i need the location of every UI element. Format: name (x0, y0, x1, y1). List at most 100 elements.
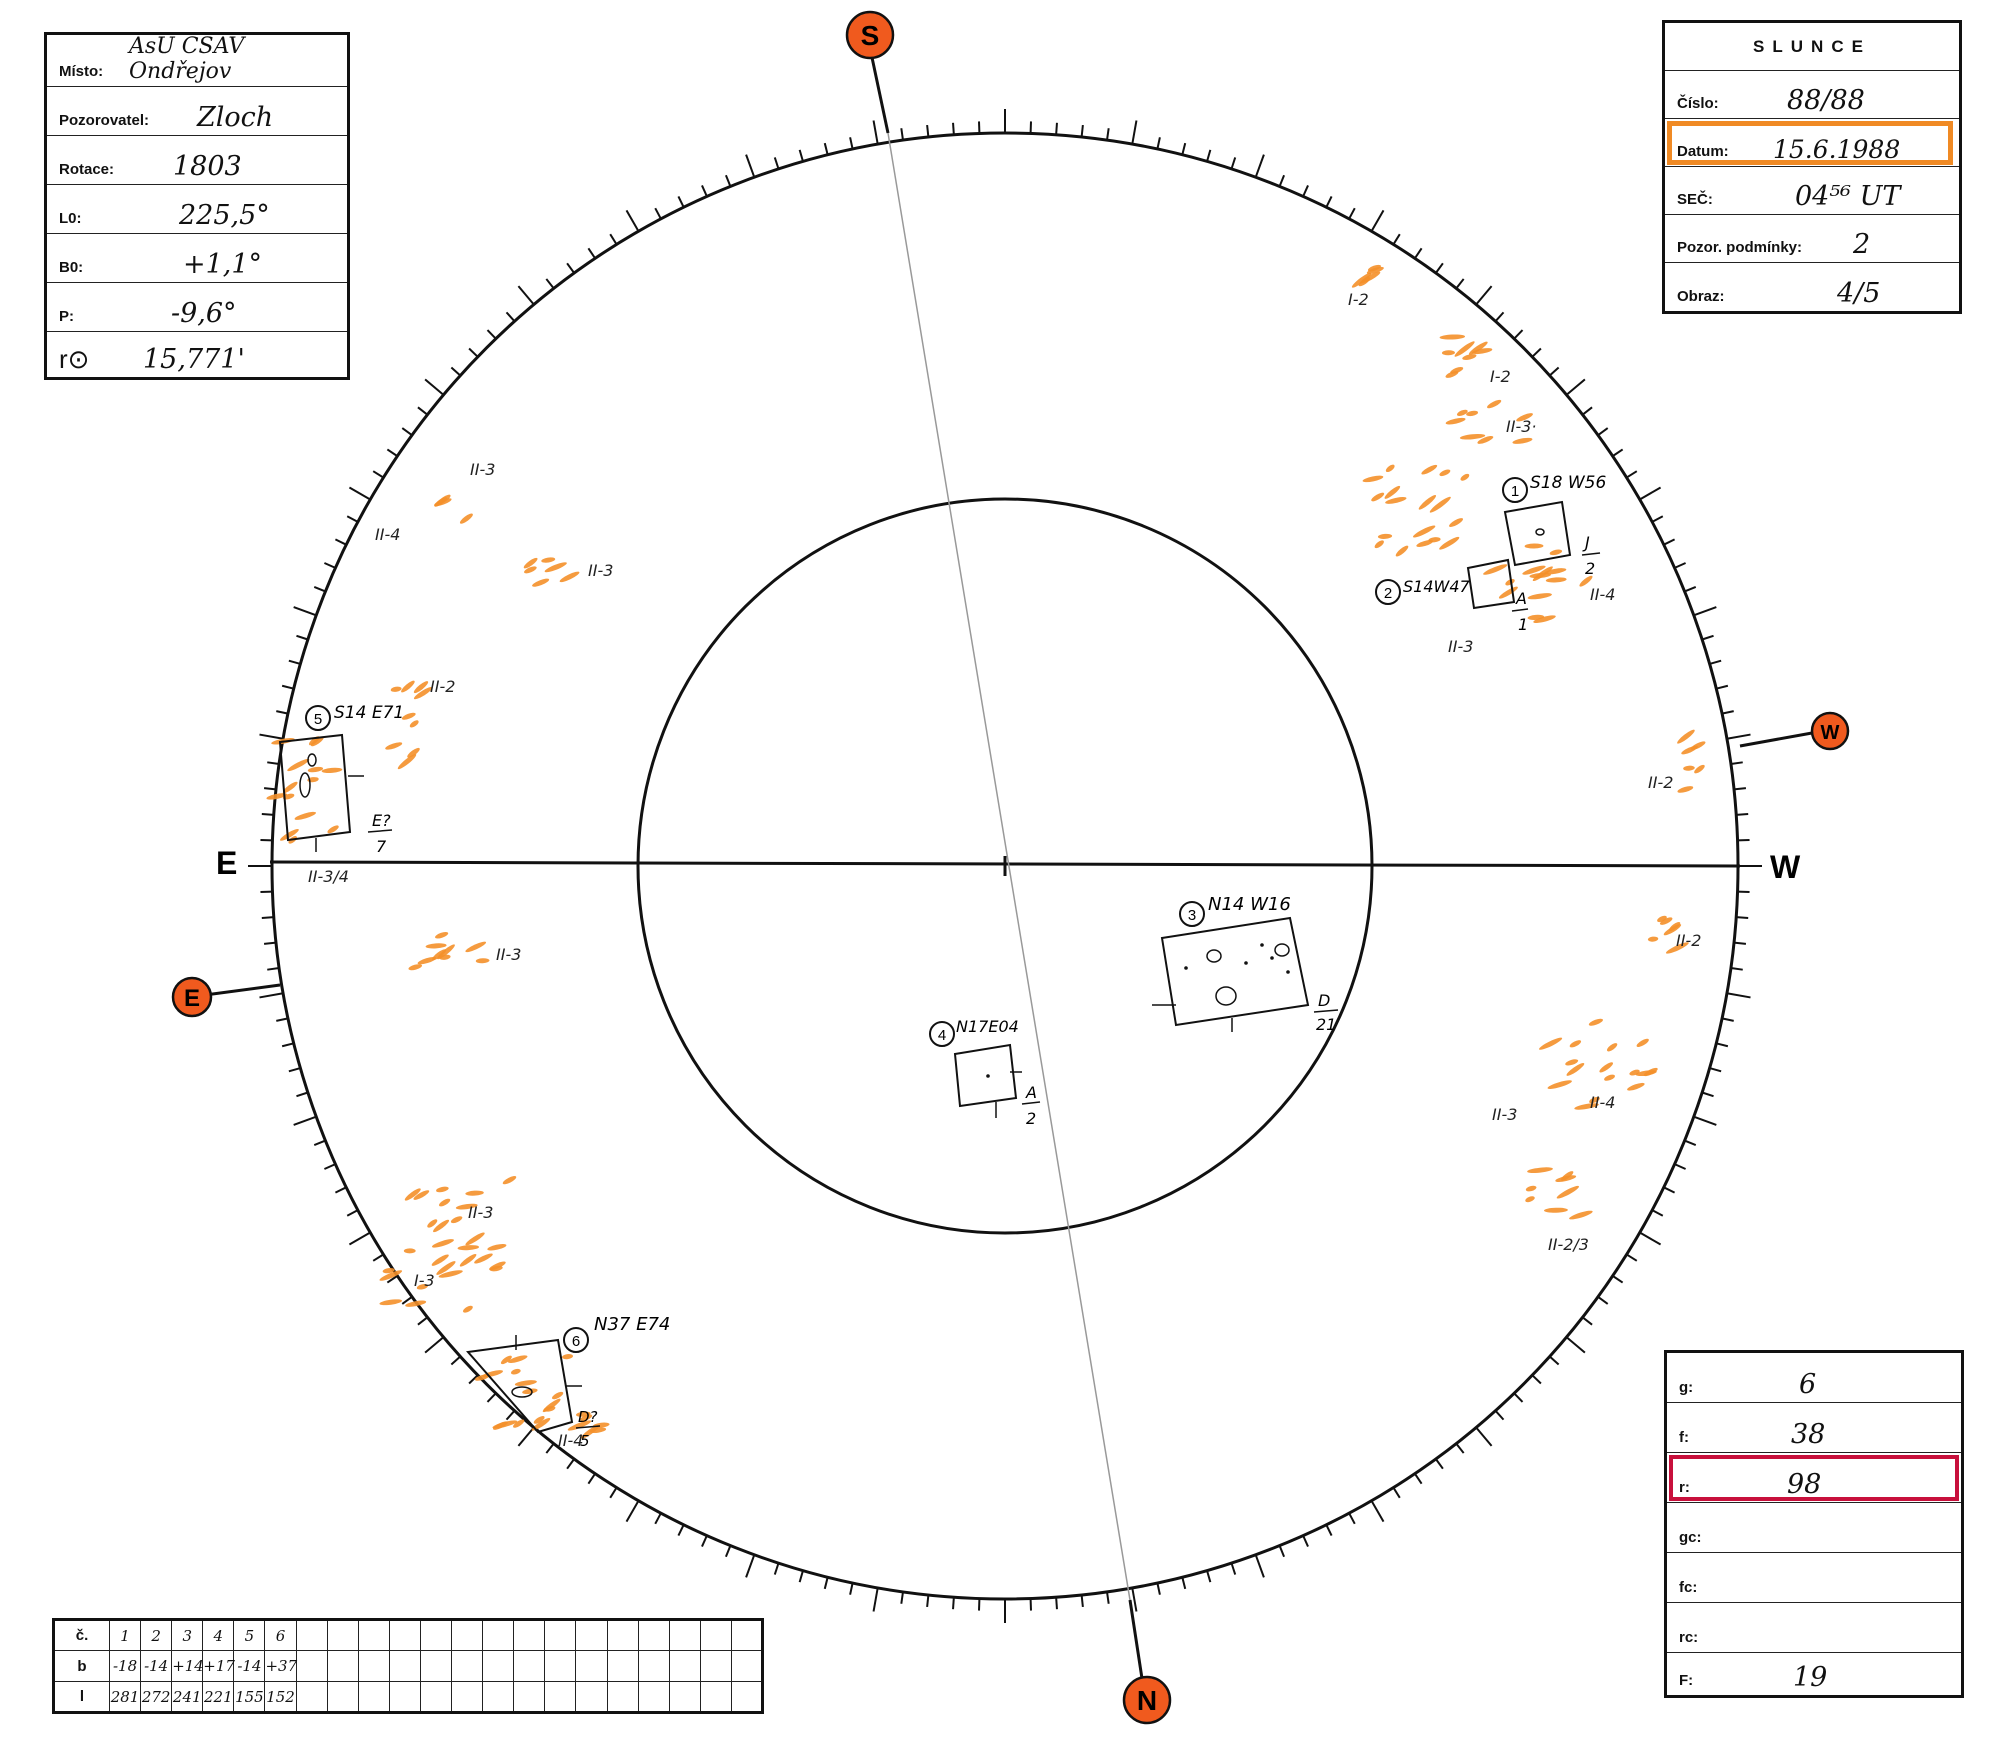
facula-stroke (1460, 473, 1470, 481)
svg-text:5: 5 (580, 1432, 590, 1450)
row-f: f: 38 (1667, 1403, 1961, 1453)
facula-label: II-3 (588, 561, 613, 580)
tick-mark (1651, 515, 1664, 523)
tick-mark (1651, 1209, 1664, 1217)
facula-stroke (432, 949, 447, 961)
tick-mark (1549, 1355, 1560, 1366)
facula-stroke (541, 557, 556, 563)
table-cell (357, 1619, 390, 1651)
facula-label: II-4 (375, 525, 400, 544)
facula-stroke (1659, 917, 1673, 925)
facula-stroke (567, 1420, 592, 1431)
facula-stroke (379, 1270, 403, 1281)
tick-mark (900, 128, 904, 141)
table-cell: 152 (264, 1681, 297, 1713)
facula-stroke (382, 1267, 395, 1274)
tick-mark (823, 1576, 829, 1590)
sunspot-group-1: 1 S18 W56 J 2 (1502, 473, 1606, 578)
tick-mark (701, 1535, 708, 1547)
tick-mark (450, 1355, 461, 1366)
table-cell (544, 1619, 577, 1651)
tick-mark (417, 406, 429, 416)
table-cell (482, 1650, 515, 1682)
tick-mark (1131, 1587, 1138, 1612)
tick-mark (1693, 606, 1717, 617)
facula-stroke (581, 1424, 600, 1439)
table-cell (637, 1650, 670, 1682)
tick-mark (424, 378, 445, 396)
facula-stroke (437, 494, 451, 505)
facula-stroke (401, 712, 416, 720)
tick-mark (313, 585, 326, 593)
tick-mark (724, 1545, 732, 1558)
facula-stroke (510, 1368, 521, 1375)
slunce-title: SLUNCE (1753, 37, 1871, 56)
row-r: r: 98 (1667, 1453, 1961, 1503)
facula-stroke (559, 571, 580, 583)
tick-mark (259, 733, 284, 740)
facula-stroke (1412, 525, 1436, 538)
table-cell: -14 (140, 1650, 173, 1682)
facula-stroke (1566, 1062, 1585, 1076)
tick-mark (1106, 1591, 1110, 1604)
table-cell (575, 1681, 608, 1713)
facula-stroke (487, 1244, 507, 1251)
tick-mark (276, 710, 289, 715)
facula-stroke (436, 1261, 456, 1275)
svg-text:N14 W16: N14 W16 (1208, 894, 1291, 915)
table-cell (637, 1681, 670, 1713)
tick-mark (545, 278, 555, 290)
tick-mark (609, 1487, 618, 1499)
row-radius: r⊙ 15,771' (59, 344, 245, 375)
facula-stroke (1527, 593, 1552, 600)
svg-text:S14W47: S14W47 (1403, 577, 1471, 596)
table-cell (606, 1681, 639, 1713)
tick-mark (263, 941, 277, 945)
tick-mark (1726, 733, 1751, 740)
table-cell: -18 (108, 1650, 142, 1682)
tick-mark (1206, 1570, 1212, 1583)
facula-stroke (523, 557, 538, 569)
facula-stroke (1454, 341, 1475, 357)
tick-mark (1612, 448, 1624, 457)
facula-stroke (1694, 764, 1705, 774)
tick-mark (486, 329, 497, 340)
facula-stroke (1606, 1043, 1618, 1052)
facula-stroke (1525, 1196, 1535, 1203)
table-cell (388, 1650, 421, 1682)
facula-label: II-3 (1492, 1105, 1517, 1124)
tick-mark (276, 1017, 289, 1022)
table-cell (575, 1619, 608, 1651)
tick-mark (1455, 1442, 1465, 1454)
tick-mark (1055, 1597, 1058, 1610)
facula-stroke (1524, 543, 1544, 549)
tick-mark (1597, 427, 1609, 436)
table-cell: 2 (140, 1619, 173, 1651)
row-label: l (53, 1681, 110, 1713)
tick-mark (625, 209, 640, 232)
table-cell (637, 1619, 670, 1651)
tick-mark (1674, 1163, 1686, 1170)
svg-text:5: 5 (314, 711, 322, 728)
table-cell (326, 1650, 359, 1682)
facula-stroke (431, 1239, 454, 1248)
direction-label-east: E (216, 845, 237, 881)
facula-stroke (436, 1186, 449, 1193)
facula-stroke (1429, 496, 1451, 513)
tick-mark (1254, 154, 1265, 178)
tick-mark (1254, 1554, 1265, 1578)
tick-mark (1726, 992, 1751, 999)
row-label: č. (53, 1619, 110, 1651)
tick-mark (296, 634, 309, 641)
observation-info-box: Místo: AsÚ ČSAV Ondřejov Pozorovatel: Zl… (44, 32, 350, 380)
table-cell (326, 1681, 359, 1713)
tick-mark (745, 154, 756, 178)
facula-stroke (439, 954, 451, 960)
facula-stroke (465, 941, 487, 953)
tick-mark (1494, 1410, 1505, 1421)
tick-mark (505, 311, 516, 322)
facula-stroke (1351, 272, 1372, 288)
r-highlight (1669, 1455, 1959, 1501)
facula-stroke (1385, 497, 1407, 504)
